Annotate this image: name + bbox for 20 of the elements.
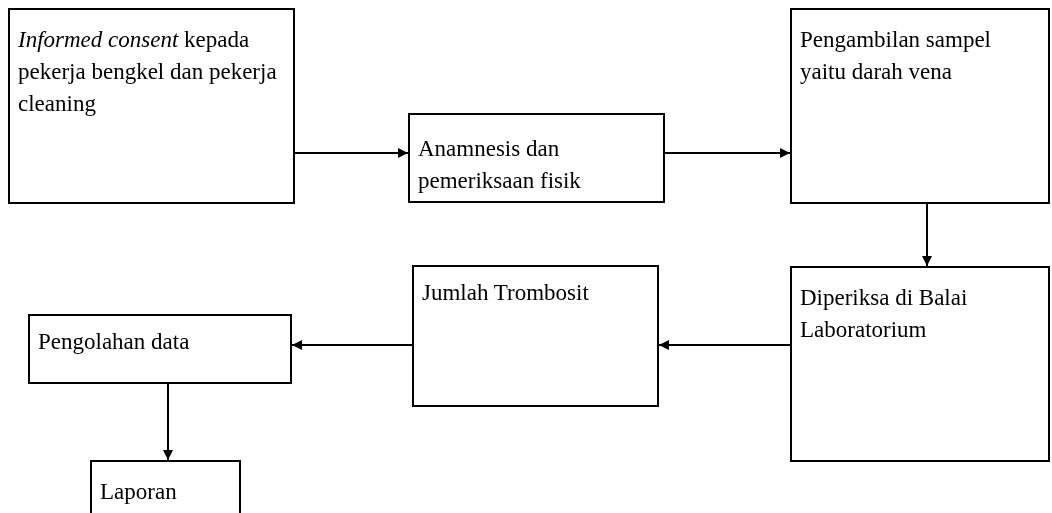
arrow	[294, 148, 409, 158]
box-text: Laporan	[100, 478, 178, 506]
arrow	[664, 148, 791, 158]
process-box	[8, 8, 295, 204]
process-box	[90, 460, 241, 513]
box-text: Pengambilan sampel yaitu darah vena	[800, 26, 992, 86]
arrow	[922, 203, 932, 267]
box-text: Pengolahan data	[38, 328, 191, 356]
arrow	[658, 340, 791, 350]
box-text: Anamnesis dan pemeriksaan fisik	[418, 135, 582, 195]
arrow	[291, 340, 413, 350]
box-text: Informed consent kepada pekerja bengkel dan pekerja cleaning	[18, 26, 278, 118]
process-box	[412, 265, 659, 407]
process-box	[28, 314, 292, 384]
box-text: Diperiksa di Balai Laboratorium	[800, 284, 969, 344]
box-text: Jumlah Trombosit	[422, 279, 590, 307]
process-box	[790, 266, 1050, 462]
arrow	[163, 383, 173, 461]
process-box	[790, 8, 1050, 204]
process-box	[408, 113, 665, 203]
